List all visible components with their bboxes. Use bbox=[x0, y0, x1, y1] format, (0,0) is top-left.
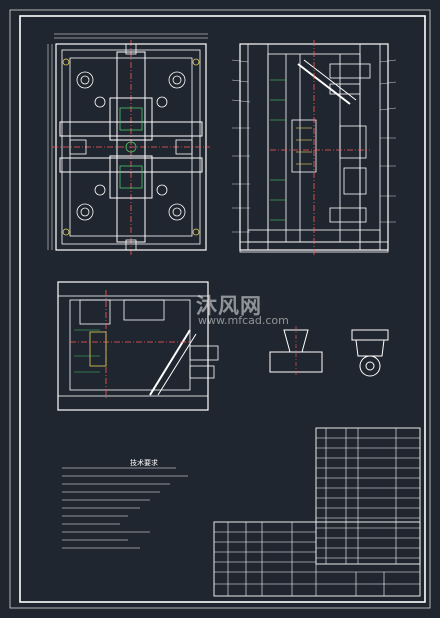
outer-border bbox=[9, 9, 431, 609]
detail-view-puller bbox=[351, 329, 389, 377]
secondary-section-view bbox=[57, 281, 219, 411]
technical-notes bbox=[62, 467, 188, 549]
detail-view-sprue bbox=[269, 326, 323, 376]
parts-list-table bbox=[315, 427, 421, 565]
title-block bbox=[213, 521, 421, 597]
technical-notes-title: 技术要求 bbox=[130, 459, 158, 467]
section-view bbox=[231, 40, 397, 256]
plan-view bbox=[47, 33, 210, 256]
inner-border bbox=[19, 15, 426, 603]
